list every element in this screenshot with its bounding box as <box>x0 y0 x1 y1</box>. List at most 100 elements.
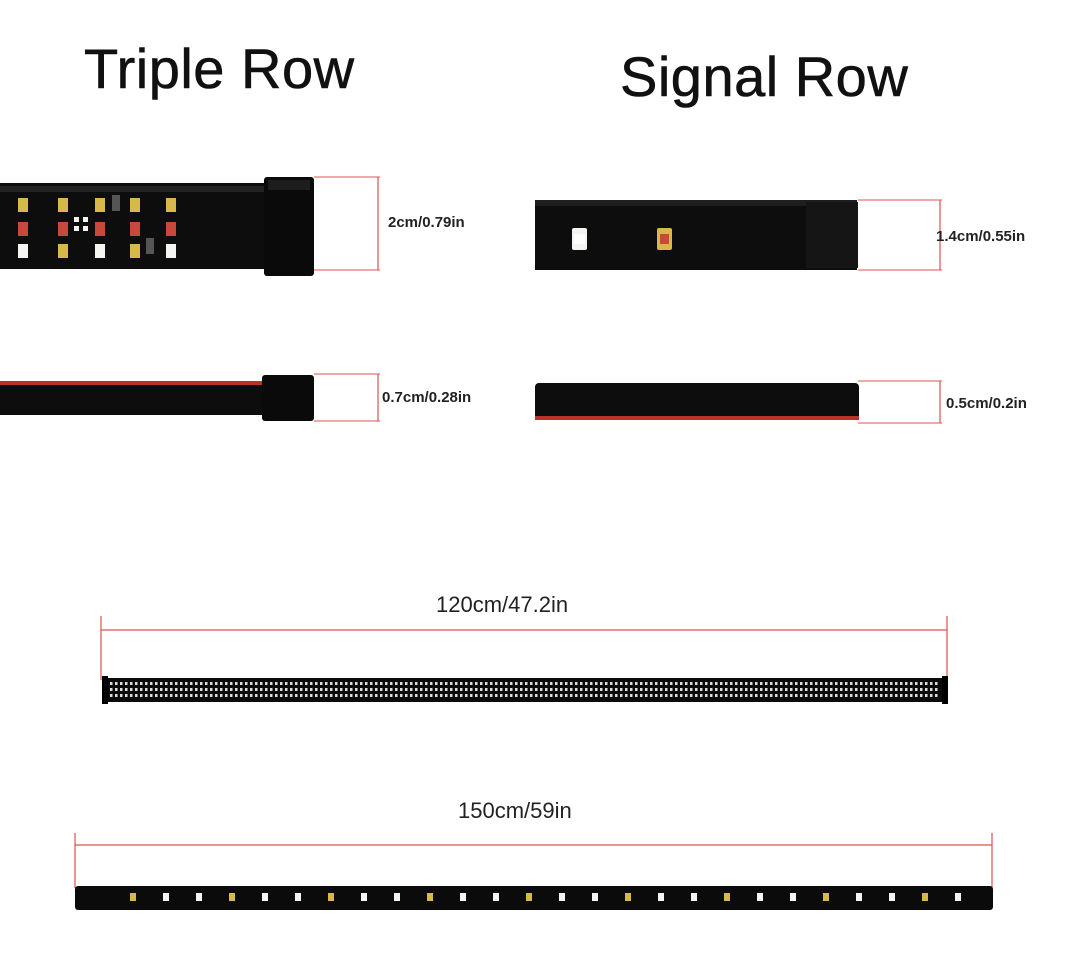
strip-120-led <box>395 688 398 691</box>
strip-120-led <box>175 688 178 691</box>
strip-120-led <box>500 682 503 685</box>
strip-120-led <box>390 682 393 685</box>
strip-120-led <box>590 682 593 685</box>
strip-120-led <box>650 688 653 691</box>
strip-150-led <box>196 893 202 901</box>
triple-row-leds <box>18 195 176 258</box>
strip-120-led <box>690 688 693 691</box>
strip-120-led <box>330 688 333 691</box>
strip-120-led <box>865 694 868 697</box>
strip-120-led <box>445 682 448 685</box>
strip-120-led <box>400 688 403 691</box>
strip-120-led <box>205 694 208 697</box>
strip-120-led <box>750 688 753 691</box>
strip-120-led <box>425 688 428 691</box>
strip-120-led <box>590 694 593 697</box>
strip-120-led <box>345 694 348 697</box>
strip-120-led <box>280 682 283 685</box>
strip-120-led <box>700 682 703 685</box>
length-120-label: 120cm/47.2in <box>436 592 569 617</box>
strip-120-led <box>920 682 923 685</box>
strip-120-led <box>315 682 318 685</box>
strip-120-led <box>910 688 913 691</box>
strip-120-led <box>315 688 318 691</box>
strip-120-led <box>210 694 213 697</box>
strip-120-led <box>630 694 633 697</box>
strip-120-led <box>305 688 308 691</box>
strip-120-led <box>320 688 323 691</box>
strip-120-led <box>340 682 343 685</box>
strip-120-led <box>745 688 748 691</box>
strip-150-led <box>823 893 829 901</box>
strip-120-led <box>390 694 393 697</box>
strip-120-led <box>135 694 138 697</box>
strip-120-led <box>675 694 678 697</box>
strip-120-led <box>885 694 888 697</box>
strip-120-led <box>460 694 463 697</box>
strip-120-led <box>305 682 308 685</box>
signal-row-title: Signal Row <box>620 45 909 109</box>
strip-120-led <box>575 682 578 685</box>
triple-led <box>166 244 176 258</box>
strip-120-led <box>470 688 473 691</box>
strip-120-led <box>130 688 133 691</box>
strip-120-led <box>720 682 723 685</box>
strip-120-led <box>400 694 403 697</box>
strip-120-led <box>645 688 648 691</box>
strip-120-led <box>910 682 913 685</box>
strip-120-led <box>440 688 443 691</box>
strip-120-led <box>615 694 618 697</box>
strip-120-led <box>250 682 253 685</box>
strip-120-led <box>675 688 678 691</box>
strip-120-led <box>395 694 398 697</box>
strip-120-led <box>380 688 383 691</box>
strip-120-led <box>400 682 403 685</box>
strip-150-led <box>526 893 532 901</box>
strip-120-led <box>365 682 368 685</box>
strip-120-led <box>290 694 293 697</box>
strip-120-led <box>800 688 803 691</box>
strip-120-led <box>865 688 868 691</box>
strip-120-led <box>375 688 378 691</box>
strip-120-led <box>800 682 803 685</box>
strip-120-led <box>820 682 823 685</box>
strip-120-led <box>430 682 433 685</box>
strip-120-led <box>635 694 638 697</box>
strip-120-led <box>235 682 238 685</box>
strip-120-led <box>145 694 148 697</box>
strip-120-led <box>305 694 308 697</box>
strip-120-led <box>520 694 523 697</box>
strip-120-led <box>695 688 698 691</box>
strip-120-led <box>750 694 753 697</box>
strip-120-led <box>360 688 363 691</box>
strip-120-led <box>360 694 363 697</box>
strip-120-led <box>420 694 423 697</box>
strip-120-led <box>480 694 483 697</box>
strip-120-led <box>915 682 918 685</box>
strip-150-led <box>229 893 235 901</box>
strip-120-led <box>450 682 453 685</box>
strip-120-led <box>740 688 743 691</box>
strip-120-led <box>210 682 213 685</box>
strip-120-led <box>285 682 288 685</box>
strip-120-led <box>640 682 643 685</box>
strip-120-led <box>915 688 918 691</box>
strip-120-led <box>785 694 788 697</box>
strip-120-led <box>575 688 578 691</box>
triple-led <box>95 244 105 258</box>
strip-120-led <box>185 694 188 697</box>
strip-120-led <box>510 694 513 697</box>
strip-120-led <box>460 688 463 691</box>
strip-120-led <box>190 682 193 685</box>
strip-120-led <box>595 694 598 697</box>
strip-120-led <box>850 694 853 697</box>
strip-120-led <box>780 694 783 697</box>
strip-120-led <box>190 694 193 697</box>
strip-120-led <box>745 694 748 697</box>
strip-120-led <box>125 694 128 697</box>
strip-120-led <box>760 682 763 685</box>
strip-120-led <box>355 694 358 697</box>
strip-120-led <box>650 694 653 697</box>
strip-120-led <box>790 682 793 685</box>
